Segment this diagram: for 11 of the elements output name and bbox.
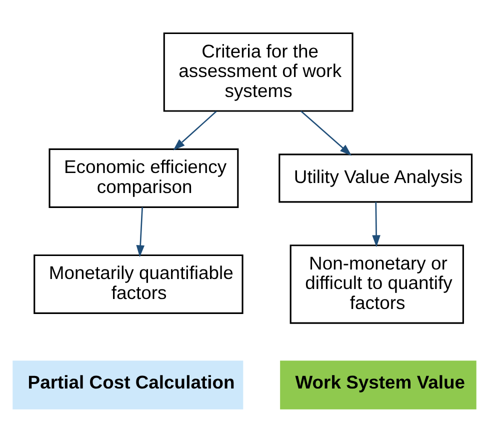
node-box: Work System Value — [280, 360, 476, 410]
node-box: Criteria for the assessment of work systems — [163, 32, 354, 112]
node-box: Economic efficiency comparison — [48, 148, 239, 208]
node-box: Monetarily quantifiable factors — [34, 254, 244, 314]
arrow — [300, 110, 352, 156]
node-box: Partial Cost Calculation — [12, 360, 244, 410]
arrow — [136, 207, 145, 258]
node-box: Utility Value Analysis — [278, 154, 473, 203]
arrow — [173, 110, 217, 150]
arrow — [372, 202, 380, 248]
node-box: Non-monetary or difficult to quantify factors — [290, 244, 464, 324]
